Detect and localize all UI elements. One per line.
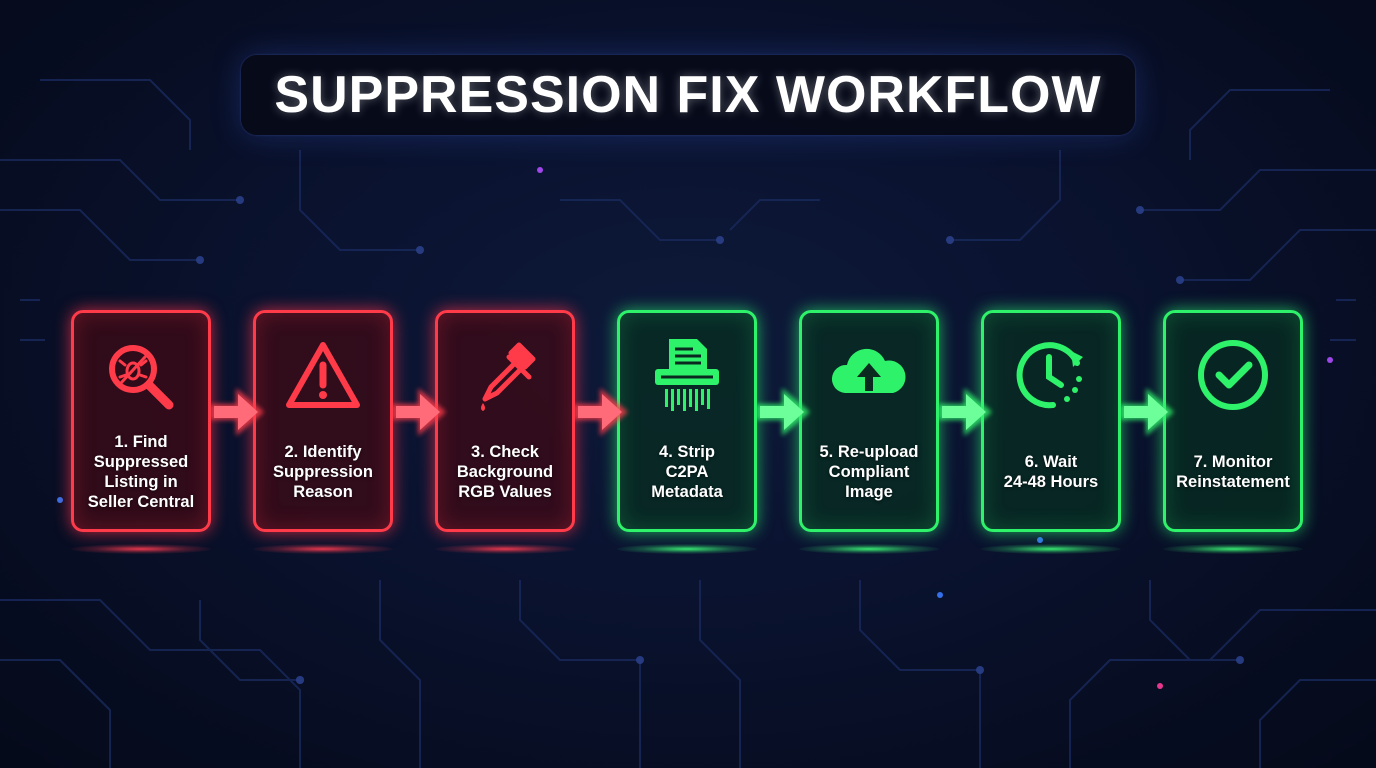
card-glow-7	[1163, 544, 1303, 554]
document-shredder-icon	[655, 339, 719, 411]
connector-arrow-6-7	[1120, 388, 1174, 436]
step-card-4: 4. Strip C2PA Metadata	[617, 310, 757, 532]
step-card-6: 6. Wait 24-48 Hours	[981, 310, 1121, 532]
warning-triangle-icon	[286, 342, 360, 408]
connector-arrow-2-3	[392, 388, 446, 436]
step-label-4: 4. Strip C2PA Metadata	[651, 443, 723, 501]
card-glow-3	[435, 544, 575, 554]
page-title: SUPPRESSION FIX WORKFLOW	[274, 66, 1102, 124]
step-label-6: 6. Wait 24-48 Hours	[1003, 453, 1099, 491]
step-card-3: 3. Check Background RGB Values	[435, 310, 575, 532]
step-card-2: 2. Identify Suppression Reason	[253, 310, 393, 532]
clock-icon	[1016, 342, 1083, 409]
step-card-5: 5. Re-upload Compliant Image	[799, 310, 939, 532]
step-label-5: 5. Re-upload Compliant Image	[819, 443, 919, 501]
title-banner: SUPPRESSION FIX WORKFLOW	[241, 55, 1135, 135]
card-glow-5	[799, 544, 939, 554]
card-glow-6	[981, 544, 1121, 554]
step-label-1: 1. Find Suppressed Listing in Seller Cen…	[87, 433, 195, 511]
check-circle-icon	[1198, 340, 1268, 410]
eyedropper-icon	[481, 342, 536, 411]
step-card-1: 1. Find Suppressed Listing in Seller Cen…	[71, 310, 211, 532]
step-label-3: 3. Check Background RGB Values	[456, 443, 554, 501]
card-glow-1	[71, 544, 211, 554]
step-card-7: 7. Monitor Reinstatement	[1163, 310, 1303, 532]
connector-arrow-4-5	[756, 388, 810, 436]
card-glow-4	[617, 544, 757, 554]
cloud-upload-icon	[831, 348, 906, 393]
magnifier-bug-icon	[109, 345, 174, 410]
step-label-2: 2. Identify Suppression Reason	[273, 443, 373, 501]
connector-arrow-5-6	[938, 388, 992, 436]
card-glow-2	[253, 544, 393, 554]
connector-arrow-1-2	[210, 388, 264, 436]
connector-arrow-3-4	[574, 388, 628, 436]
step-label-7: 7. Monitor Reinstatement	[1176, 453, 1290, 491]
